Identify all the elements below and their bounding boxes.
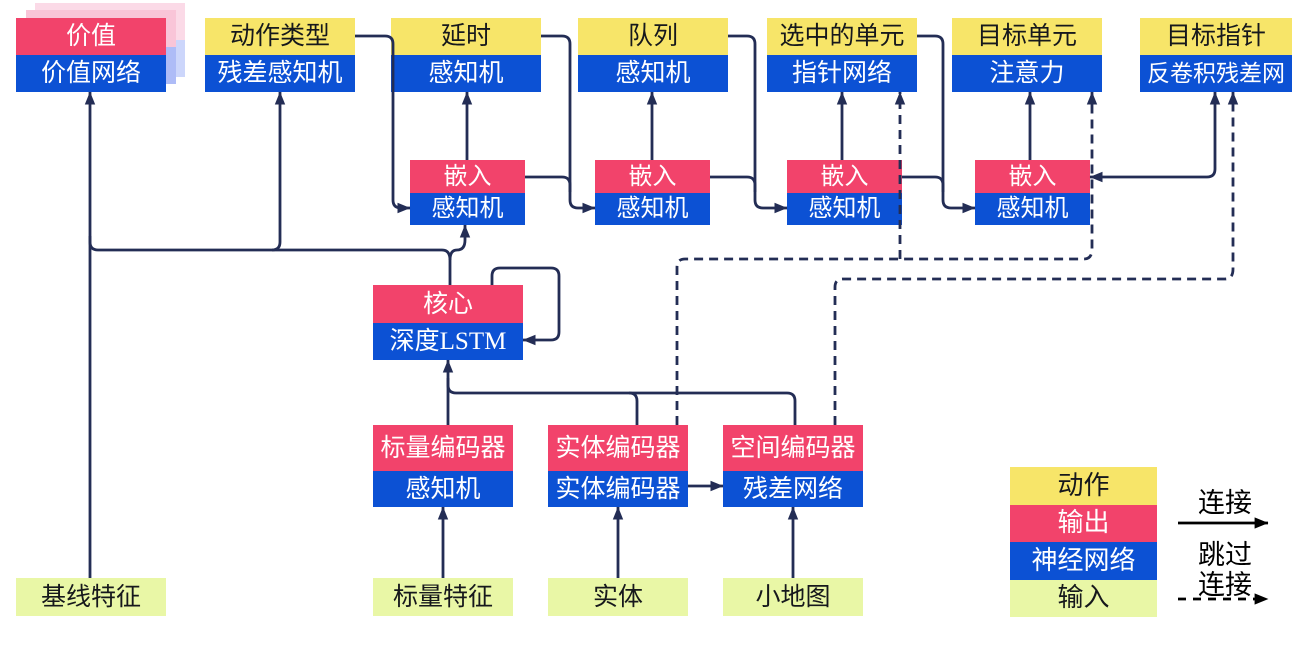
node-scalar-encoder-output-label: 标量编码器 [373,425,513,471]
node-minimap: 小地图 [723,578,863,616]
skip-connector-entity-encoder-to-attention [675,91,1098,425]
node-selected-units: 选中的单元 指针网络 [767,18,917,92]
node-delay-action-label: 延时 [391,18,541,55]
node-value-output-label: 价值 [16,18,166,55]
connector-core-branch-left [88,236,452,261]
node-baseline-features: 基线特征 [16,578,166,616]
connector-entity-encoder-to-core-rail [628,391,639,425]
node-selected-units-action-label: 选中的单元 [767,18,917,55]
connector-core-to-embedding-1 [448,224,471,285]
node-embedding-2-network-label: 感知机 [595,193,710,225]
node-entity-encoder-network-label: 实体编码器 [548,471,688,507]
node-embedding-3-network-label: 感知机 [787,193,902,225]
node-embedding-4-network-label: 感知机 [975,193,1090,225]
node-embedding-3: 嵌入 感知机 [787,160,902,225]
node-target-point-action-label: 目标指针 [1140,18,1292,55]
legend-connection-label: 连接 [1198,488,1252,518]
connector-spatial-encoder-to-core-rail [446,378,797,425]
node-embedding-1-output-label: 嵌入 [410,160,525,193]
node-target-unit-action-label: 目标单元 [952,18,1102,55]
node-embedding-2: 嵌入 感知机 [595,160,710,225]
node-delay: 延时 感知机 [391,18,541,92]
node-action-type-action-label: 动作类型 [205,18,355,55]
node-scalar-encoder: 标量编码器 感知机 [373,425,513,507]
node-scalar-features: 标量特征 [373,578,513,616]
node-queue: 队列 感知机 [578,18,728,92]
node-spatial-encoder-network-label: 残差网络 [723,471,863,507]
node-core-output-label: 核心 [373,285,523,323]
node-target-point-network-label: 反卷积残差网 [1140,55,1292,92]
connector-embedding-2-to-embedding-3 [710,175,757,192]
legend-skip-connection-label-line2: 连接 [1198,570,1252,600]
node-target-unit-network-label: 注意力 [952,55,1102,92]
node-entity-encoder-output-label: 实体编码器 [548,425,688,471]
node-embedding-4: 嵌入 感知机 [975,160,1090,225]
node-core: 核心 深度LSTM [373,285,523,360]
node-target-point: 目标指针 反卷积残差网 [1140,18,1292,92]
connector-embedding-4-target-point [1089,91,1221,183]
node-embedding-3-output-label: 嵌入 [787,160,902,193]
legend-action-label: 动作 [1010,467,1157,505]
node-delay-network-label: 感知机 [391,55,541,92]
legend-skip-connection-label-line1: 跳过 [1198,540,1252,570]
legend-color-key: 动作 输出 神经网络 输入 [1010,467,1157,617]
node-embedding-2-output-label: 嵌入 [595,160,710,193]
node-queue-network-label: 感知机 [578,55,728,92]
node-target-unit: 目标单元 注意力 [952,18,1102,92]
node-embedding-4-output-label: 嵌入 [975,160,1090,193]
node-embedding-1: 嵌入 感知机 [410,160,525,225]
node-core-network-label: 深度LSTM [373,323,523,360]
node-spatial-encoder: 空间编码器 残差网络 [723,425,863,507]
node-action-type-network-label: 残差感知机 [205,55,355,92]
legend-input-label: 输入 [1010,579,1157,617]
node-action-type: 动作类型 残差感知机 [205,18,355,92]
legend-output-label: 输出 [1010,504,1157,542]
node-spatial-encoder-output-label: 空间编码器 [723,425,863,471]
legend-network-label: 神经网络 [1010,542,1157,580]
connector-embedding-1-to-embedding-2 [525,175,572,192]
node-selected-units-network-label: 指针网络 [767,55,917,92]
node-queue-action-label: 队列 [578,18,728,55]
connector-embedding-3-to-embedding-4 [902,175,945,192]
node-entity-encoder: 实体编码器 实体编码器 [548,425,688,507]
connector-branch-to-action-type [271,91,286,252]
node-embedding-1-network-label: 感知机 [410,193,525,225]
node-value: 价值 价值网络 [16,18,166,92]
skip-connector-spatial-encoder-to-deconv [833,91,1239,425]
node-value-network-label: 价值网络 [16,55,166,92]
node-scalar-encoder-network-label: 感知机 [373,471,513,507]
node-entities: 实体 [548,578,688,616]
